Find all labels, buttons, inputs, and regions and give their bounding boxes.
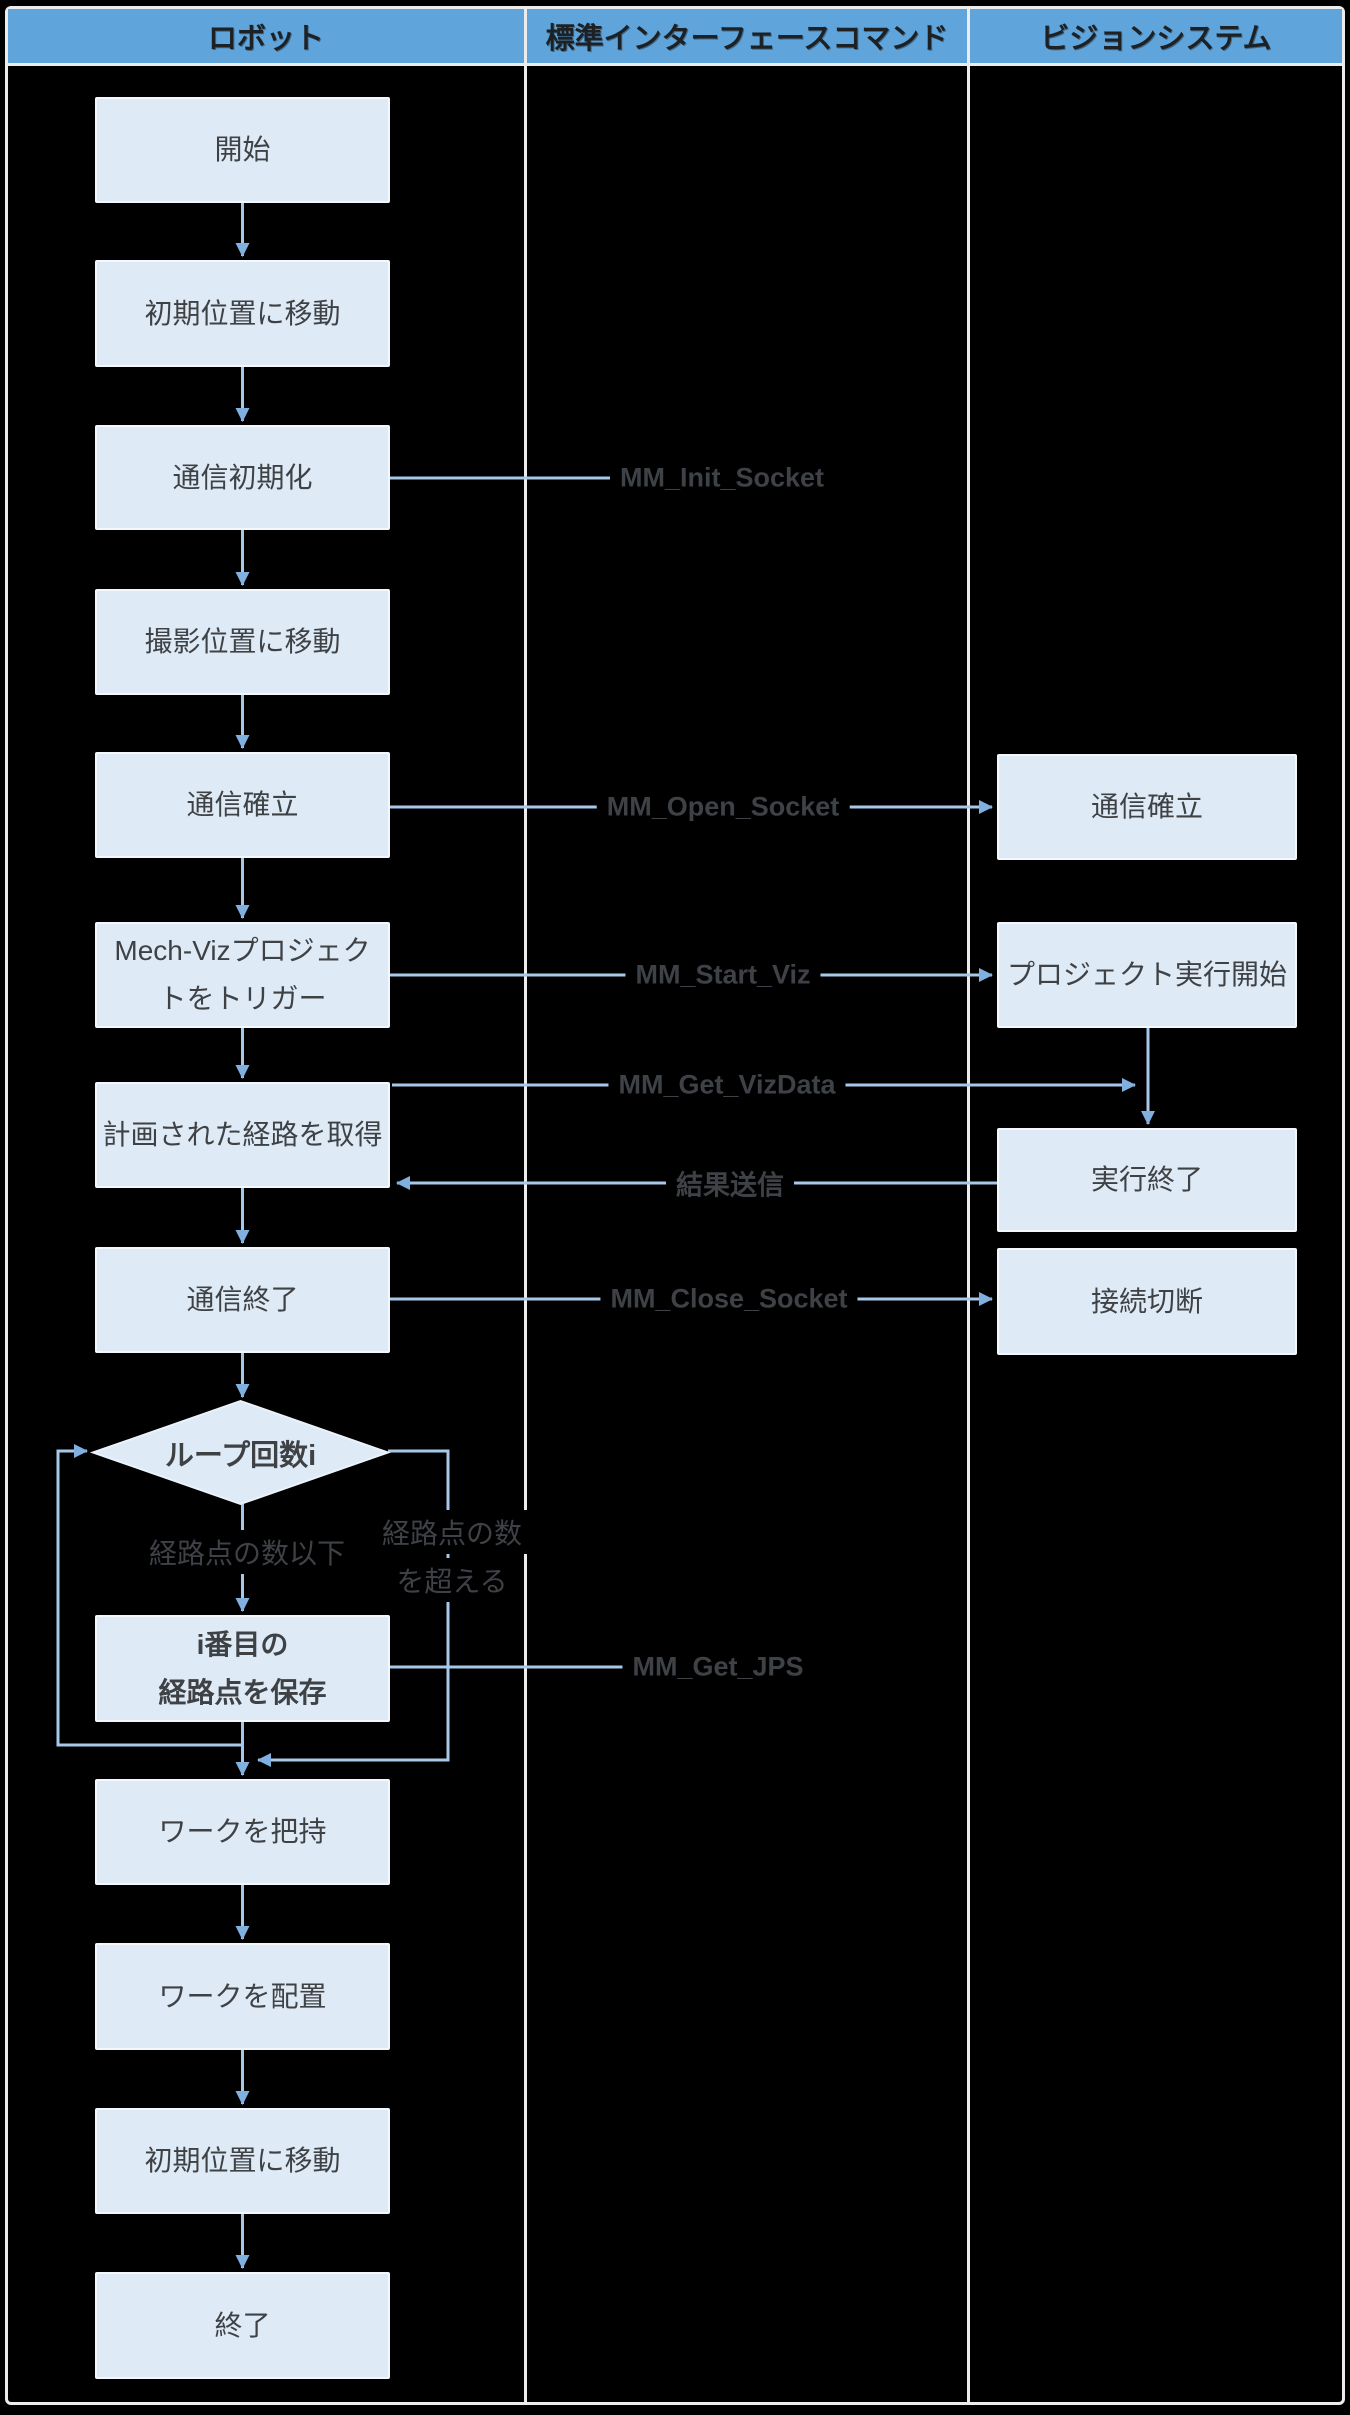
branch-label-exceed-waypoint-count: 経路点の数 を超える xyxy=(375,1510,529,1606)
node-communication-establish-robot: 通信確立 xyxy=(95,752,390,858)
header-label-vision-system: ビジョンシステム xyxy=(1040,23,1272,55)
node-move-to-capture-position: 撮影位置に移動 xyxy=(95,589,390,695)
column-divider-2 xyxy=(967,9,970,2402)
loop-arrows xyxy=(56,1444,450,1767)
node-comm-establish-vision-label: 通信確立 xyxy=(1090,791,1203,822)
node-trigger-mechviz-project: Mech-Vizプロジェク トをトリガー xyxy=(95,922,390,1028)
command-label-mm-get-jps: MM_Get_JPS xyxy=(622,1647,814,1687)
node-end: 終了 xyxy=(95,2272,390,2379)
node-communication-end: 通信終了 xyxy=(95,1247,390,1353)
command-label-mm-get-vizdata: MM_Get_VizData xyxy=(608,1065,846,1105)
node-move-to-initial-position-1: 初期位置に移動 xyxy=(95,260,390,367)
node-grasp-workpiece-label: ワークを把持 xyxy=(158,1816,327,1847)
command-label-result-send: 結果送信 xyxy=(666,1159,794,1207)
node-communication-initialize: 通信初期化 xyxy=(95,425,390,530)
command-label-mm-start-viz: MM_Start_Viz xyxy=(625,955,821,995)
column-divider-1 xyxy=(524,9,527,2402)
branch-exceed-text-line2: を超える xyxy=(390,1558,514,1602)
node-project-start-label: プロジェクト実行開始 xyxy=(1006,959,1287,990)
branch-exceed-text-line1: 経路点の数 xyxy=(375,1510,529,1554)
node-disconnect: 接続切断 xyxy=(997,1248,1297,1355)
header-bottom-rule xyxy=(8,63,1342,66)
node-comm-init-label: 通信初期化 xyxy=(172,461,313,493)
node-project-execution-start: プロジェクト実行開始 xyxy=(997,922,1297,1028)
node-execution-finished-label: 実行終了 xyxy=(1090,1164,1203,1195)
node-move-initial-2-label: 初期位置に移動 xyxy=(144,2145,341,2176)
node-trigger-mechviz-label: Mech-Vizプロジェク トをトリガー xyxy=(114,935,371,1014)
node-get-planned-path: 計画された経路を取得 xyxy=(95,1082,390,1188)
diagram-outer-border xyxy=(5,6,1345,2405)
header-cell-interface-commands: 標準インターフェースコマンド xyxy=(527,9,967,63)
command-label-mm-init-socket: MM_Init_Socket xyxy=(609,458,835,498)
command-label-mm-open-socket: MM_Open_Socket xyxy=(596,787,850,827)
node-execution-finished: 実行終了 xyxy=(997,1128,1297,1232)
node-save-ith-waypoint: i番目の 経路点を保存 xyxy=(95,1615,390,1722)
node-communication-establish-vision: 通信確立 xyxy=(997,754,1297,860)
decision-loop-count-label: ループ回数i xyxy=(164,1439,317,1472)
node-place-workpiece-label: ワークを配置 xyxy=(158,1980,327,2012)
header-cell-robot: ロボット xyxy=(8,9,524,63)
node-start-label: 開始 xyxy=(214,134,271,165)
node-get-planned-path-label: 計画された経路を取得 xyxy=(102,1119,383,1150)
node-start: 開始 xyxy=(95,97,390,203)
arrow-loop-back-to-decision xyxy=(56,1444,243,1747)
node-disconnect-label: 接続切断 xyxy=(1090,1285,1203,1317)
node-move-initial-1-label: 初期位置に移動 xyxy=(144,297,341,329)
decision-loop-count: ループ回数i xyxy=(93,1401,388,1504)
node-grasp-workpiece: ワークを把持 xyxy=(95,1779,390,1885)
node-save-waypoint-label: i番目の 経路点を保存 xyxy=(158,1628,327,1708)
header-label-robot: ロボット xyxy=(207,23,324,55)
header-label-interface-commands: 標準インターフェースコマンド xyxy=(545,23,949,55)
header-cell-vision-system: ビジョンシステム xyxy=(970,9,1342,63)
arrow-exceed-branch xyxy=(257,1449,450,1767)
node-place-workpiece: ワークを配置 xyxy=(95,1943,390,2050)
node-end-label: 終了 xyxy=(214,2309,271,2341)
node-move-capture-label: 撮影位置に移動 xyxy=(144,626,341,657)
node-move-to-initial-position-2: 初期位置に移動 xyxy=(95,2108,390,2214)
node-comm-end-label: 通信終了 xyxy=(186,1284,299,1315)
command-label-mm-close-socket: MM_Close_Socket xyxy=(600,1279,858,1319)
branch-below-text: 経路点の数以下 xyxy=(142,1530,352,1574)
node-comm-establish-robot-label: 通信確立 xyxy=(186,789,299,820)
decision-diamond-shape xyxy=(89,1399,392,1506)
branch-label-below-waypoint-count: 経路点の数以下 xyxy=(142,1530,352,1578)
